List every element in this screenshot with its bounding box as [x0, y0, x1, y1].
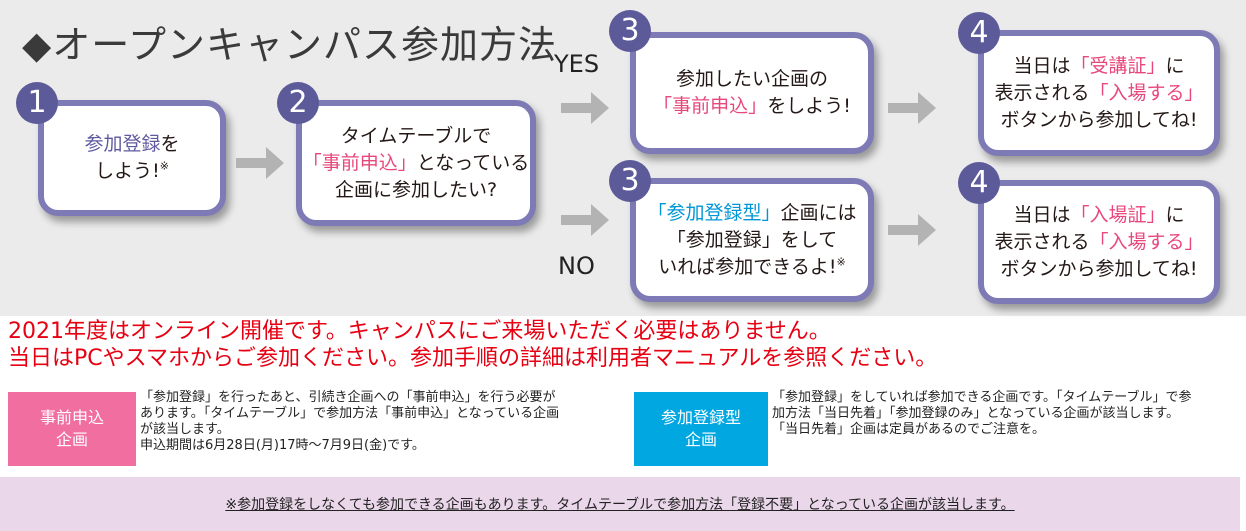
footnote: ※参加登録をしなくても参加できる企画もあります。タイムテーブルで参加方法「登録不… [0, 477, 1240, 531]
step2-text: タイムテーブルで 「事前申込」となっている 企画に参加したい? [303, 123, 530, 204]
arrow-no-icon [561, 204, 609, 236]
step2-highlight: 「事前申込」 [302, 151, 417, 174]
step4-no-line2a: 表示される [994, 230, 1090, 253]
arrow-step4-yes-icon [888, 92, 936, 124]
no-label: NO [558, 252, 595, 280]
step1-sup: ※ [159, 159, 169, 173]
step3-yes-box: 参加したい企画の 「事前申込」をしよう! [630, 32, 874, 154]
step4-no-highlight2: 「入場する」 [1089, 230, 1204, 253]
registration-desc-line: 加方法「当日先着」「参加登録のみ」となっている企画が該当します。 [772, 406, 1180, 421]
notice: 2021年度はオンライン開催です。キャンパスにご来場いただく必要はありません。 … [8, 318, 937, 372]
step4-no-highlight1: 「入場証」 [1070, 203, 1166, 226]
step3-no-number: 3 [609, 160, 651, 202]
step2-line3: 企画に参加したい? [334, 178, 498, 201]
registration-desc: 「参加登録」をしていれば参加できる企画です。「タイムテーブル」で参 加方法「当日… [772, 390, 1192, 438]
step3-yes-number: 3 [609, 10, 651, 52]
step4-yes-line1c: に [1165, 54, 1185, 77]
step4-no-line3: ボタンから参加してね! [1000, 257, 1198, 280]
step2-line1: タイムテーブルで [340, 124, 492, 147]
step4-yes-line3: ボタンから参加してね! [1000, 108, 1198, 131]
step3-no-box: 「参加登録型」企画には 「参加登録」をして いれば参加できるよ!※ [630, 178, 874, 302]
step2-number: 2 [277, 82, 319, 124]
advance-desc-line: 「参加登録」を行ったあと、引続き企画への「事前申込」を行う必要が [140, 390, 556, 405]
step3-yes-line1: 参加したい企画の [675, 68, 828, 90]
yes-label: YES [554, 50, 600, 78]
step2-box: タイムテーブルで 「事前申込」となっている 企画に参加したい? [296, 100, 536, 226]
step4-no-text: 当日は「入場証」に 表示される「入場する」 ボタンから参加してね! [994, 202, 1203, 283]
step3-yes-text: 参加したい企画の 「事前申込」をしよう! [653, 66, 851, 120]
step4-no-box: 当日は「入場証」に 表示される「入場する」 ボタンから参加してね! [978, 180, 1220, 304]
step4-yes-text: 当日は「受講証」に 表示される「入場する」 ボタンから参加してね! [994, 53, 1203, 134]
step1-highlight: 参加登録 [84, 133, 161, 155]
advance-desc-line: あります。「タイムテーブル」で参加方法「事前申込」となっている企画 [140, 406, 560, 421]
advance-desc: 「参加登録」を行ったあと、引続き企画への「事前申込」を行う必要が あります。「タ… [140, 390, 559, 454]
step4-yes-box: 当日は「受講証」に 表示される「入場する」 ボタンから参加してね! [978, 30, 1220, 156]
step3-no-sup: ※ [836, 255, 846, 269]
page-title: ◆オープンキャンパス参加方法 [22, 23, 557, 67]
step4-yes-number: 4 [958, 12, 1000, 54]
notice-line1: 2021年度はオンライン開催です。キャンパスにご来場いただく必要はありません。 [8, 319, 831, 344]
step3-no-highlight: 「参加登録型」 [647, 201, 781, 224]
step3-yes-highlight: 「事前申込」 [653, 95, 768, 117]
step1-text: 参加登録を しよう!※ [84, 131, 179, 185]
arrow-right-icon [236, 147, 284, 179]
advance-tag: 事前申込 企画 [8, 392, 136, 466]
step1-text-b: しよう! [95, 160, 160, 182]
step4-no-number: 4 [958, 162, 1000, 204]
registration-tag: 参加登録型 企画 [634, 392, 768, 466]
registration-desc-line: 「参加登録」をしていれば参加できる企画です。「タイムテーブル」で参 [772, 390, 1192, 405]
arrow-step4-no-icon [888, 214, 936, 246]
step3-no-line1: 企画には [780, 201, 857, 224]
registration-desc-line: 「当日先着」企画は定員があるのでご注意を。 [772, 422, 1046, 437]
step4-no-line1a: 当日は [1013, 203, 1071, 226]
step1-box: 参加登録を しよう!※ [38, 100, 226, 216]
advance-desc-line: 申込期間は6月28日(月)17時〜7月9日(金)です。 [140, 438, 425, 453]
step4-yes-line2a: 表示される [994, 81, 1090, 104]
step4-yes-highlight2: 「入場する」 [1089, 81, 1204, 104]
step3-no-line3: いれば参加できるよ! [658, 255, 837, 278]
step4-no-line1c: に [1165, 203, 1185, 226]
step3-no-line2: 「参加登録」をして [666, 228, 838, 251]
notice-line2: 当日はPCやスマホからご参加ください。参加手順の詳細は利用者マニュアルを参照くだ… [8, 346, 938, 371]
step3-no-text: 「参加登録型」企画には 「参加登録」をして いれば参加できるよ!※ [647, 200, 856, 281]
step3-yes-line2: をしよう! [767, 95, 851, 117]
step2-line2: となっている [416, 151, 530, 174]
arrow-yes-icon [561, 92, 609, 124]
footnote-text: ※参加登録をしなくても参加できる企画もあります。タイムテーブルで参加方法「登録不… [225, 497, 1015, 513]
step1-number: 1 [16, 82, 58, 124]
step4-yes-line1a: 当日は [1013, 54, 1071, 77]
flow-diagram: ◆オープンキャンパス参加方法 参加登録を しよう!※ 1 タイムテーブルで 「事… [0, 0, 1246, 316]
step4-yes-highlight1: 「受講証」 [1070, 54, 1166, 77]
advance-desc-line: が該当します。 [140, 422, 230, 437]
step1-text-a: を [160, 133, 180, 155]
